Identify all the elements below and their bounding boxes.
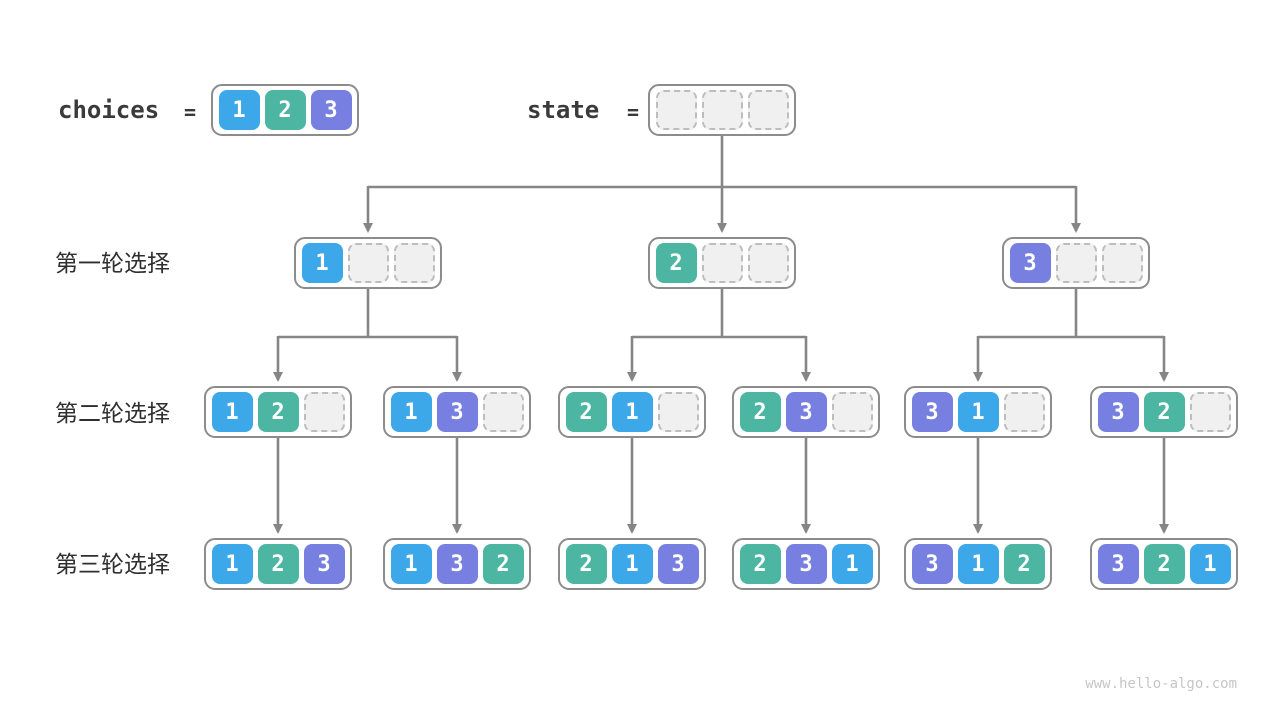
value-cell: 1 — [957, 392, 999, 432]
empty-slot — [747, 90, 789, 130]
value-cell: 1 — [211, 392, 253, 432]
empty-slot — [1055, 243, 1097, 283]
value-cell: 1 — [218, 90, 260, 130]
value-cell: 2 — [739, 544, 781, 584]
value-cell: 1 — [1189, 544, 1231, 584]
empty-slot — [393, 243, 435, 283]
empty-slot — [303, 392, 345, 432]
value-cell: 2 — [1143, 544, 1185, 584]
state-node: 3 — [1002, 237, 1150, 289]
value-cell: 2 — [565, 544, 607, 584]
value-cell: 1 — [957, 544, 999, 584]
value-cell: 3 — [785, 544, 827, 584]
value-cell: 2 — [1143, 392, 1185, 432]
value-cell: 1 — [390, 544, 432, 584]
value-cell: 3 — [303, 544, 345, 584]
empty-slot — [1101, 243, 1143, 283]
row-label-round-2: 第二轮选择 — [55, 400, 170, 426]
value-cell: 1 — [390, 392, 432, 432]
value-cell: 3 — [1097, 392, 1139, 432]
watermark: www.hello-algo.com — [1085, 676, 1237, 692]
value-cell: 3 — [436, 392, 478, 432]
value-cell: 2 — [1003, 544, 1045, 584]
empty-slot — [701, 243, 743, 283]
empty-slot — [1003, 392, 1045, 432]
choices-equals-sign: = — [184, 100, 197, 124]
value-cell: 2 — [264, 90, 306, 130]
value-cell: 3 — [785, 392, 827, 432]
value-cell: 3 — [911, 392, 953, 432]
empty-slot — [747, 243, 789, 283]
value-cell: 2 — [655, 243, 697, 283]
state-node: 2 — [648, 237, 796, 289]
value-cell: 2 — [565, 392, 607, 432]
value-cell: 2 — [739, 392, 781, 432]
empty-slot — [482, 392, 524, 432]
row-label-round-1: 第一轮选择 — [55, 250, 170, 276]
value-cell: 3 — [1097, 544, 1139, 584]
empty-slot — [347, 243, 389, 283]
choices-label: choices — [58, 96, 160, 124]
value-cell: 1 — [611, 544, 653, 584]
state-label: state — [527, 96, 600, 124]
value-cell: 3 — [310, 90, 352, 130]
empty-slot — [655, 90, 697, 130]
value-cell: 2 — [257, 392, 299, 432]
value-cell: 1 — [301, 243, 343, 283]
value-cell: 2 — [257, 544, 299, 584]
empty-slot — [657, 392, 699, 432]
value-cell: 1 — [211, 544, 253, 584]
state-array-root — [648, 84, 796, 136]
value-cell: 2 — [482, 544, 524, 584]
value-cell: 1 — [831, 544, 873, 584]
empty-slot — [701, 90, 743, 130]
value-cell: 3 — [657, 544, 699, 584]
value-cell: 3 — [911, 544, 953, 584]
state-equals-sign: = — [627, 100, 640, 124]
value-cell: 3 — [436, 544, 478, 584]
row-label-round-3: 第三轮选择 — [55, 551, 170, 577]
state-node: 1 — [294, 237, 442, 289]
value-cell: 3 — [1009, 243, 1051, 283]
empty-slot — [831, 392, 873, 432]
value-cell: 1 — [611, 392, 653, 432]
empty-slot — [1189, 392, 1231, 432]
